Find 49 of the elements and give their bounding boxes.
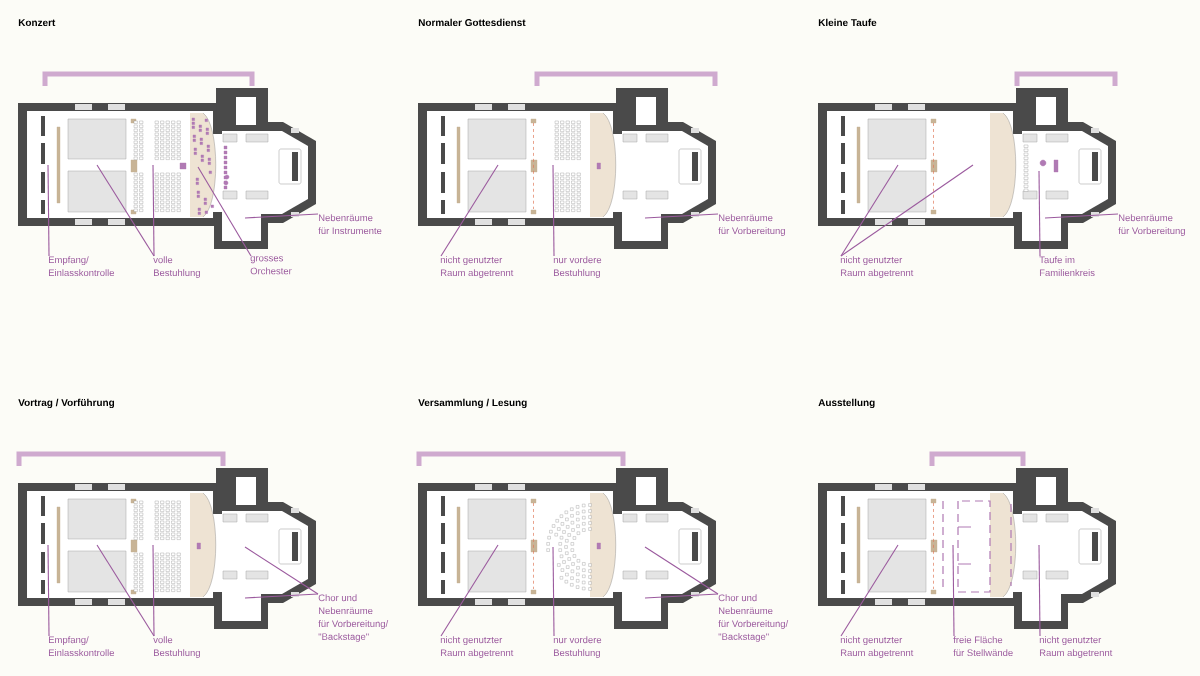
leader-line — [440, 544, 499, 637]
leader-line — [552, 546, 555, 637]
annotation-text: volle Bestuhlung — [153, 636, 200, 658]
annotation-text: freie Fläche für Stellwände — [953, 636, 1013, 657]
annotation-text: Empfang/ Einlasskontrolle — [49, 256, 115, 277]
leader-line — [152, 544, 155, 637]
leader-line — [152, 164, 155, 257]
leader-line — [644, 213, 719, 219]
leader-line — [840, 544, 899, 637]
leader-line — [644, 546, 719, 595]
annotation-text: Chor und Nebenräume für Vorbereitung/ "Backstage" — [718, 594, 789, 642]
leader-line — [1038, 544, 1041, 637]
panel-title: Versammlung / Lesung — [418, 398, 527, 409]
annotation-text: nicht genutzter Raum abgetrennt — [440, 636, 514, 658]
annotation-text: Taufe im Familienkreis — [1039, 256, 1095, 277]
leader-line — [552, 164, 555, 257]
leader-line — [197, 166, 252, 257]
annotation-text: nicht genutzter Raum abgetrennt — [840, 256, 914, 278]
annotation-text: nicht genutzter Raum abgetrennt — [840, 636, 914, 658]
panel-title: Normaler Gottesdienst — [418, 18, 526, 27]
leader-line — [96, 544, 155, 637]
annotation-text: nicht genutzter Raum abgetrennt — [1039, 636, 1113, 658]
leader-line — [644, 593, 719, 599]
leader-line — [244, 593, 319, 599]
annotation-text: Empfang/ Einlasskontrolle — [49, 636, 115, 657]
panel-title: Vortrag / Vorführung — [18, 398, 115, 409]
leader-line — [840, 164, 974, 257]
leader-line — [1038, 170, 1041, 257]
leader-line — [440, 164, 499, 257]
leader-line — [244, 213, 319, 219]
leader-line — [952, 544, 955, 637]
annotation-text: Nebenräume für Vorbereitung — [718, 214, 785, 236]
annotation-text: Chor und Nebenräume für Vorbereitung/ "Backstage" — [318, 594, 389, 642]
leader-line — [96, 164, 155, 257]
annotation-text: nicht genutzter Raum abgetrennt — [440, 256, 514, 278]
leader-line — [1044, 213, 1119, 219]
leader-line — [47, 544, 50, 637]
annotation-text: grosses Orchester — [250, 256, 292, 275]
annotation-text: Nebenräume für Instrumente — [318, 214, 382, 235]
panel-title: Kleine Taufe — [818, 18, 877, 27]
leader-line — [47, 164, 50, 257]
panel-title: Ausstellung — [818, 398, 875, 409]
panel-title: Konzert — [18, 19, 56, 27]
leader-line — [244, 546, 319, 595]
annotation-text: volle Bestuhlung — [153, 256, 200, 278]
annotation-text: nur vordere Bestuhlung — [553, 256, 602, 278]
annotation-text: Nebenräume für Vorbereitung — [1118, 214, 1185, 236]
leader-line — [840, 164, 899, 257]
annotation-text: nur vordere Bestuhlung — [553, 636, 602, 658]
